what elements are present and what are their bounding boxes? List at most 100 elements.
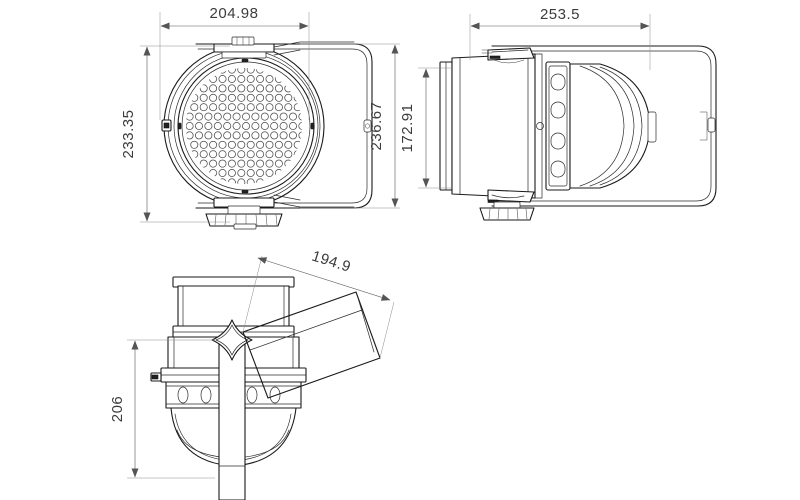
led-dot — [190, 140, 199, 149]
side-barrel-body — [451, 53, 543, 199]
vent-slot — [550, 73, 566, 91]
led-dot — [265, 169, 274, 177]
led-dot — [232, 122, 241, 130]
dim-204-98: 204.98 — [159, 5, 310, 120]
led-dot — [186, 131, 194, 140]
led-dot — [246, 169, 255, 177]
bottom-side-tab — [150, 372, 162, 382]
led-dot — [260, 122, 269, 130]
led-dot — [246, 140, 255, 149]
led-dot — [298, 131, 302, 140]
led-dot — [237, 178, 246, 184]
led-dot — [209, 140, 218, 149]
led-dot — [270, 122, 279, 130]
led-dot — [204, 122, 213, 130]
led-dot — [213, 131, 222, 140]
led-dot — [227, 169, 236, 177]
led-dot — [232, 131, 241, 140]
led-dot — [204, 131, 213, 140]
led-dot — [218, 169, 227, 177]
led-dot — [284, 103, 293, 112]
led-dot — [260, 112, 269, 121]
led-dot — [227, 150, 236, 159]
led-dot — [246, 68, 255, 74]
dim-253-5: 253.5 — [469, 6, 651, 70]
led-dot — [237, 159, 246, 168]
bezel-screw-left — [177, 122, 182, 130]
led-dot — [199, 84, 208, 93]
bezel-screws — [177, 58, 315, 194]
side-lens-flange — [439, 61, 453, 191]
led-dot — [218, 103, 227, 112]
led-dot — [246, 150, 255, 159]
led-dot — [199, 159, 208, 168]
bottom-center-post — [218, 335, 246, 500]
led-dot — [199, 140, 208, 149]
mount-stem — [233, 223, 257, 230]
led-dot — [284, 93, 293, 102]
led-dot — [298, 112, 302, 121]
side-yoke-pivot-boss — [707, 117, 716, 133]
led-dot — [242, 112, 250, 121]
led-dot — [246, 84, 255, 93]
side-knob-flange — [479, 207, 535, 221]
side-yoke-bracket — [491, 45, 717, 207]
led-dot — [209, 150, 218, 159]
led-dot — [274, 150, 283, 159]
star-knob-inner — [215, 324, 249, 356]
led-dot — [279, 131, 288, 140]
led-dot — [256, 150, 265, 159]
dim-label-236-67: 236.67 — [368, 102, 385, 151]
mount-knob-ribs — [214, 214, 278, 226]
led-dot — [270, 131, 279, 140]
led-dot — [195, 131, 203, 140]
led-dot — [227, 103, 236, 112]
vent-slot — [200, 386, 212, 404]
front-yoke-bracket — [195, 43, 373, 209]
led-dot — [256, 169, 265, 177]
led-dot — [251, 112, 260, 121]
led-dot — [246, 93, 255, 102]
bezel-screw-bottom — [241, 189, 249, 194]
led-dot — [246, 178, 255, 184]
front-bottom-mount — [205, 197, 283, 230]
led-dot — [265, 159, 274, 168]
led-dot — [284, 150, 293, 159]
vent-slot — [246, 386, 258, 404]
side-view — [439, 45, 717, 221]
led-dot — [218, 159, 227, 168]
led-dot — [204, 112, 213, 121]
led-dot — [289, 131, 297, 140]
led-dot — [213, 122, 222, 130]
led-dot — [227, 84, 236, 93]
bezel-screw-top — [241, 58, 249, 63]
led-dot — [199, 103, 208, 112]
led-dot — [209, 93, 218, 102]
led-dot — [284, 140, 293, 149]
led-dot — [186, 112, 194, 121]
mount-post — [218, 335, 246, 500]
led-dot — [251, 131, 260, 140]
led-dot — [279, 122, 288, 130]
led-dot — [246, 159, 255, 168]
led-dot — [199, 150, 208, 159]
led-dot — [218, 93, 227, 102]
dim-label-206: 206 — [109, 396, 126, 423]
led-dot — [246, 75, 255, 83]
dim-206: 206 — [109, 339, 215, 479]
dim-label-253-5: 253.5 — [540, 6, 580, 23]
led-dot — [227, 159, 236, 168]
led-dot — [279, 112, 288, 121]
dim-label-172-91: 172.91 — [399, 104, 416, 153]
led-dot — [265, 140, 274, 149]
dim-233-35: 233.35 — [120, 45, 230, 223]
dim-label-233-35: 233.35 — [120, 110, 137, 159]
led-dot — [186, 122, 194, 130]
vent-slot — [550, 160, 566, 178]
vent-slot — [550, 132, 566, 150]
led-dot — [265, 84, 274, 93]
led-dot — [218, 84, 227, 93]
